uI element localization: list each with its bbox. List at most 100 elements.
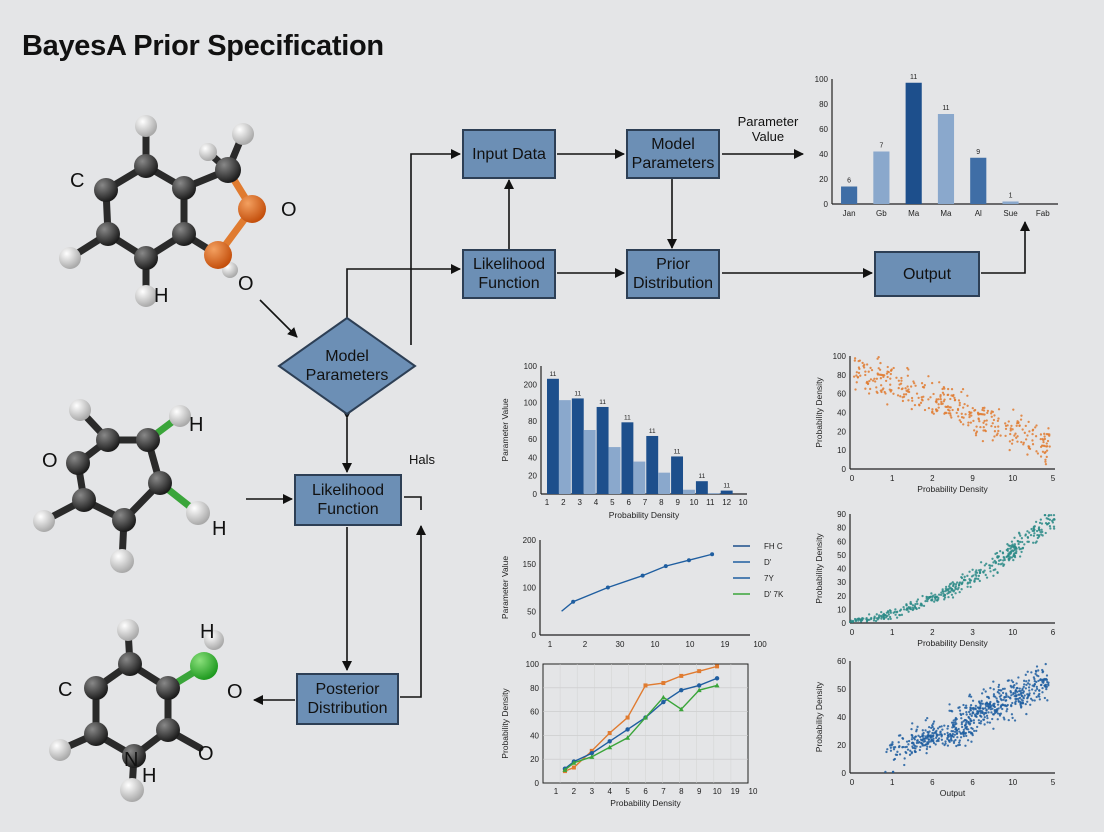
scatter-orange-point — [865, 380, 869, 384]
scatter-teal-point — [892, 611, 895, 614]
scatter-orange-point — [888, 388, 891, 391]
scatter-blue-point — [967, 730, 971, 734]
scatter-orange-xtick: 9 — [970, 474, 975, 483]
scatter-blue-point — [1035, 685, 1038, 689]
scatter-blue-point — [995, 710, 998, 714]
scatter-blue-point — [925, 747, 929, 751]
scatter-teal-point — [999, 550, 1002, 553]
scatter-teal-point — [875, 613, 878, 616]
scatter-blue-point — [964, 744, 967, 747]
scatter-teal-point — [1044, 513, 1047, 517]
scatter-orange-point — [950, 416, 953, 419]
scatter-blue-point — [981, 707, 984, 710]
scatter-orange-point — [869, 387, 872, 391]
scatter-orange-point — [992, 418, 996, 422]
scatter-blue-point — [884, 770, 887, 774]
scatter-blue-point — [978, 707, 981, 710]
scatter-blue-point — [932, 722, 935, 725]
scatter-orange-point — [906, 385, 909, 388]
scatter-teal-point — [1005, 555, 1008, 559]
scatter-blue-point — [1002, 716, 1005, 719]
scatter-orange-point — [1028, 445, 1031, 448]
scatter-orange-point — [1011, 438, 1014, 442]
scatter-orange-point — [889, 383, 892, 386]
scatter-teal-point — [883, 614, 886, 617]
scatter-blue-point — [971, 699, 975, 702]
scatter-teal-point — [1015, 550, 1018, 553]
top-bar-data-label: 7 — [879, 143, 883, 150]
scatter-teal-point — [990, 564, 994, 567]
scatter-teal-point — [969, 579, 973, 582]
top-bar-ytick: 20 — [819, 175, 828, 184]
line-single-point — [663, 564, 668, 569]
scatter-teal-point — [994, 560, 998, 564]
scatter-orange-point — [1035, 424, 1038, 427]
scatter-blue-point — [986, 695, 989, 699]
scatter-teal-point — [1002, 563, 1006, 566]
scatter-blue-point — [982, 688, 985, 691]
scatter-orange-point — [993, 435, 996, 438]
scatter-orange-point — [875, 390, 878, 393]
scatter-blue-point — [987, 711, 990, 714]
scatter-blue-point — [954, 718, 957, 722]
scatter-orange-point — [857, 371, 861, 375]
scatter-teal-point — [930, 592, 933, 595]
scatter-blue-point — [903, 763, 906, 767]
scatter-orange-point — [864, 373, 867, 377]
top-bar-data-label: 9 — [976, 149, 980, 156]
scatter-blue-point — [1001, 687, 1005, 691]
scatter-blue-point — [974, 714, 977, 718]
scatter-blue-point — [885, 750, 888, 754]
line-multi-point-orange — [661, 681, 666, 686]
scatter-blue-point — [951, 730, 955, 733]
scatter-blue-point — [974, 707, 977, 711]
scatter-orange-point — [878, 368, 882, 371]
scatter-orange-point — [990, 415, 993, 418]
scatter-orange-point — [1021, 428, 1024, 431]
scatter-blue-point — [1004, 704, 1007, 707]
scatter-orange-point — [983, 413, 986, 416]
scatter-blue-point — [944, 740, 947, 743]
scatter-blue-point — [952, 741, 956, 745]
arrow-molecule-to-diamond — [259, 299, 298, 338]
scatter-orange-point — [1026, 453, 1029, 456]
scatter-blue-point — [994, 695, 997, 698]
scatter-blue-point — [949, 738, 953, 741]
line-multi-xtick: 2 — [572, 787, 577, 796]
scatter-orange-point — [948, 409, 951, 412]
scatter-blue-point — [997, 685, 1000, 689]
scatter-orange-point — [895, 376, 898, 379]
scatter-orange-point — [1048, 433, 1051, 436]
scatter-orange-point — [1023, 431, 1026, 434]
scatter-orange-point — [989, 412, 993, 415]
scatter-teal-xlabel: Probability Density — [917, 638, 988, 648]
scatter-teal-point — [895, 616, 899, 619]
scatter-blue-point — [903, 757, 906, 760]
scatter-teal-point — [1040, 522, 1044, 525]
scatter-blue-point — [979, 722, 982, 725]
scatter-blue-point — [908, 753, 912, 756]
scatter-orange-point — [921, 399, 924, 402]
scatter-blue-point — [1028, 683, 1031, 686]
scatter-orange-point — [960, 412, 963, 415]
scatter-teal-point — [909, 607, 913, 611]
scatter-blue-point — [987, 696, 991, 700]
scatter-blue-point — [967, 710, 971, 714]
scatter-blue-point — [983, 716, 986, 719]
scatter-orange-point — [904, 393, 908, 396]
scatter-blue-point — [999, 697, 1002, 701]
scatter-blue-point — [952, 719, 955, 722]
line-multi-xtick: 6 — [643, 787, 648, 796]
scatter-orange-point — [1008, 448, 1011, 452]
scatter-orange-point — [939, 394, 942, 397]
scatter-blue-point — [1003, 687, 1006, 690]
scatter-blue-point — [997, 683, 1001, 687]
mid-bar-data-label: 11 — [674, 448, 681, 455]
scatter-orange-point — [927, 375, 930, 378]
top-bar-xtick: Fab — [1036, 209, 1050, 218]
scatter-blue-point — [965, 721, 968, 724]
scatter-orange-point — [869, 366, 872, 370]
scatter-blue-point — [932, 720, 936, 723]
scatter-orange-point — [892, 392, 895, 395]
scatter-blue-point — [998, 695, 1002, 698]
